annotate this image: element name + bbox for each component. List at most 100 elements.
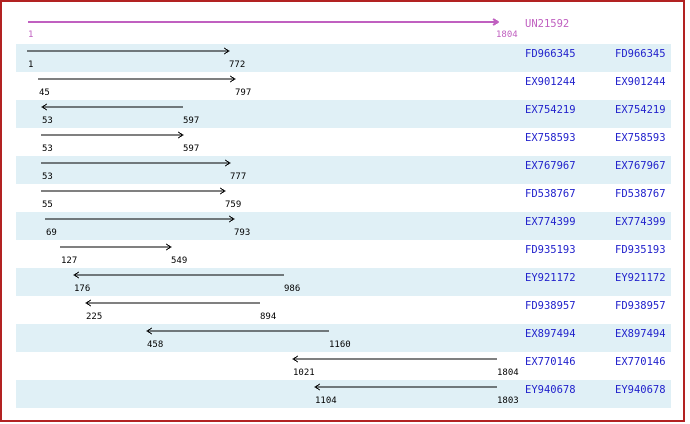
left-arrow-icon	[314, 383, 497, 391]
row-band	[16, 100, 671, 128]
accession-link[interactable]: FD538767	[525, 188, 576, 200]
alignment-start-pos: 127	[61, 256, 78, 266]
row-band	[16, 212, 671, 240]
alignment-arrow-forward	[60, 242, 172, 252]
accession-link-secondary[interactable]: FD538767	[615, 188, 666, 200]
reference-label: UN21592	[525, 18, 570, 30]
accession-link-secondary[interactable]: EX774399	[615, 216, 666, 228]
alignment-row: 45 797 EX901244 EX901244	[2, 72, 683, 100]
right-arrow-icon	[38, 75, 236, 83]
alignment-row: 1104 1803 EY940678 EY940678	[2, 380, 683, 408]
accession-link-secondary[interactable]: EX767967	[615, 160, 666, 172]
accession-link[interactable]: FD966345	[525, 48, 576, 60]
alignment-arrow-forward	[41, 158, 231, 168]
accession-link[interactable]: EX901244	[525, 76, 576, 88]
accession-link-secondary[interactable]: FD966345	[615, 48, 666, 60]
accession-link-secondary[interactable]: EX770146	[615, 356, 666, 368]
accession-link[interactable]: EX767967	[525, 160, 576, 172]
accession-link-secondary[interactable]: EY940678	[615, 384, 666, 396]
accession-link[interactable]: EX897494	[525, 328, 576, 340]
reference-row: 1 1804 UN21592	[2, 2, 683, 44]
accession-link-secondary[interactable]: FD935193	[615, 244, 666, 256]
alignment-end-pos: 772	[229, 60, 246, 70]
alignment-end-pos: 597	[183, 116, 200, 126]
alignment-end-pos: 894	[260, 312, 277, 322]
row-band	[16, 268, 671, 296]
alignment-row: 127 549 FD935193 FD935193	[2, 240, 683, 268]
row-band	[16, 380, 671, 408]
accession-link-secondary[interactable]: EX897494	[615, 328, 666, 340]
alignment-arrow-forward	[38, 74, 236, 84]
alignment-end-pos: 597	[183, 144, 200, 154]
alignment-arrow-reverse	[85, 298, 261, 308]
row-band	[16, 44, 671, 72]
alignment-end-pos: 797	[235, 88, 252, 98]
alignment-row: 1021 1804 EX770146 EX770146	[2, 352, 683, 380]
reference-start-pos: 1	[28, 30, 34, 40]
accession-link[interactable]: FD935193	[525, 244, 576, 256]
alignment-start-pos: 1021	[293, 368, 315, 378]
accession-link-secondary[interactable]: EX758593	[615, 132, 666, 144]
alignment-arrow-forward	[41, 186, 226, 196]
alignment-arrow-forward	[45, 214, 235, 224]
accession-link[interactable]: EX770146	[525, 356, 576, 368]
right-arrow-icon	[41, 159, 231, 167]
alignment-start-pos: 1104	[315, 396, 337, 406]
alignment-start-pos: 55	[42, 200, 53, 210]
left-arrow-icon	[73, 271, 284, 279]
accession-link-secondary[interactable]: EX901244	[615, 76, 666, 88]
accession-link[interactable]: EY940678	[525, 384, 576, 396]
alignment-start-pos: 45	[39, 88, 50, 98]
alignment-arrow-reverse	[292, 354, 498, 364]
accession-link-secondary[interactable]: FD938957	[615, 300, 666, 312]
left-arrow-icon	[146, 327, 329, 335]
left-arrow-icon	[292, 355, 497, 363]
reference-arrow	[28, 17, 499, 27]
alignment-start-pos: 225	[86, 312, 103, 322]
accession-link[interactable]: FD938957	[525, 300, 576, 312]
alignment-row: 53 777 EX767967 EX767967	[2, 156, 683, 184]
alignment-end-pos: 986	[284, 284, 301, 294]
alignment-row: 225 894 FD938957 FD938957	[2, 296, 683, 324]
alignment-row: 1 772 FD966345 FD966345	[2, 44, 683, 72]
alignment-start-pos: 53	[42, 172, 53, 182]
accession-link[interactable]: EX758593	[525, 132, 576, 144]
alignment-start-pos: 69	[46, 228, 57, 238]
accession-link-secondary[interactable]: EY921172	[615, 272, 666, 284]
alignment-start-pos: 1	[28, 60, 34, 70]
accession-link[interactable]: EX754219	[525, 104, 576, 116]
accession-link[interactable]: EY921172	[525, 272, 576, 284]
alignment-arrow-forward	[41, 130, 184, 140]
alignment-start-pos: 53	[42, 116, 53, 126]
right-arrow-icon	[60, 243, 172, 251]
alignment-arrow-reverse	[73, 270, 285, 280]
alignment-row: 55 759 FD538767 FD538767	[2, 184, 683, 212]
left-arrow-icon	[85, 299, 260, 307]
left-arrow-icon	[41, 103, 183, 111]
alignment-row: 53 597 EX754219 EX754219	[2, 100, 683, 128]
alignment-arrow-reverse	[41, 102, 184, 112]
right-arrow-icon	[41, 131, 184, 139]
alignment-end-pos: 759	[225, 200, 242, 210]
alignment-arrow-forward	[27, 46, 230, 56]
right-arrow-icon	[28, 18, 499, 26]
right-arrow-icon	[45, 215, 235, 223]
accession-link-secondary[interactable]: EX754219	[615, 104, 666, 116]
alignment-start-pos: 458	[147, 340, 164, 350]
row-band	[16, 156, 671, 184]
alignment-arrow-reverse	[314, 382, 498, 392]
alignment-end-pos: 777	[230, 172, 247, 182]
accession-link[interactable]: EX774399	[525, 216, 576, 228]
reference-end-pos: 1804	[496, 30, 518, 40]
row-band	[16, 324, 671, 352]
alignment-end-pos: 1804	[497, 368, 519, 378]
alignment-end-pos: 1160	[329, 340, 351, 350]
alignment-end-pos: 549	[171, 256, 188, 266]
alignment-end-pos: 1803	[497, 396, 519, 406]
right-arrow-icon	[41, 187, 226, 195]
alignment-row: 458 1160 EX897494 EX897494	[2, 324, 683, 352]
